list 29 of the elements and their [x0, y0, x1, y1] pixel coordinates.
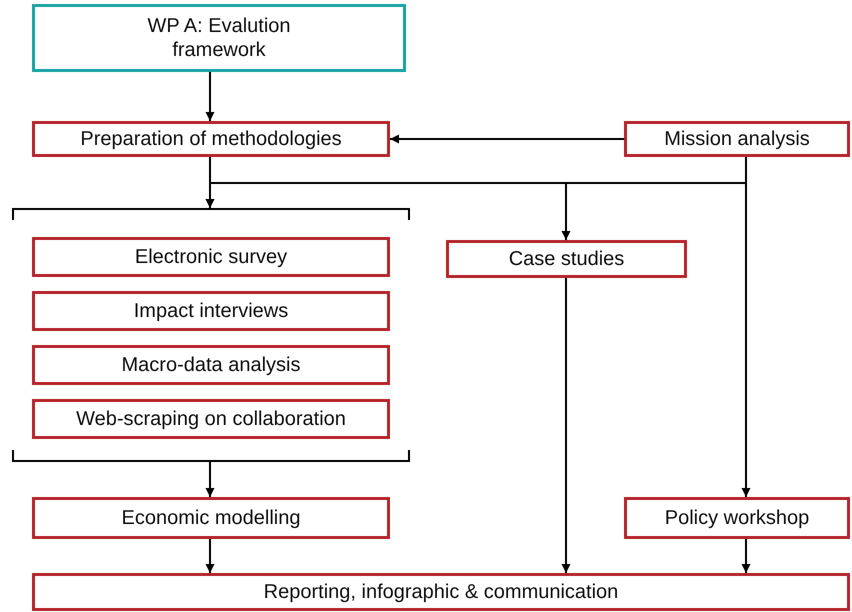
- arrow: [742, 539, 750, 573]
- box-label: Case studies: [508, 247, 624, 271]
- process-box: [446, 240, 687, 278]
- process-box: [624, 497, 850, 539]
- arrow: [206, 72, 214, 121]
- process-box: [32, 291, 390, 331]
- box-label: WP A: Evalution framework: [146, 14, 292, 62]
- box-label: Web-scraping on collaboration: [76, 407, 346, 431]
- arrow: [206, 539, 214, 573]
- arrow: [390, 134, 624, 144]
- arrow: [562, 278, 570, 573]
- process-box: [32, 345, 390, 385]
- box-label: Preparation of methodologies: [80, 127, 342, 151]
- box-label: Economic modelling: [122, 506, 300, 530]
- arrow: [206, 462, 214, 497]
- box-label: Electronic survey: [134, 245, 288, 269]
- box-label: Macro-data analysis: [122, 353, 300, 377]
- box-label: Impact interviews: [134, 299, 288, 323]
- process-box: [32, 4, 406, 72]
- arrow: [742, 157, 750, 497]
- box-label: Policy workshop: [664, 506, 810, 530]
- process-box: [624, 121, 850, 157]
- box-label: Reporting, infographic & communication: [264, 580, 618, 604]
- process-box: [32, 121, 390, 157]
- process-box: [32, 237, 390, 277]
- process-box: [32, 573, 850, 611]
- process-box: [32, 497, 390, 539]
- box-label: Mission analysis: [664, 127, 810, 151]
- process-box: [32, 399, 390, 439]
